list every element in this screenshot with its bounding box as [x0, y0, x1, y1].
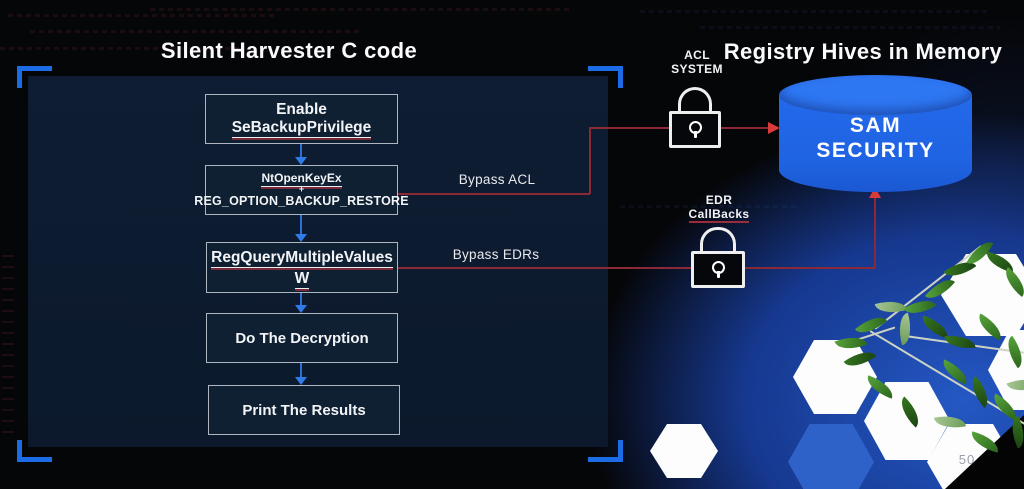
step-label-line2: + — [298, 184, 305, 194]
background-noise — [2, 255, 14, 435]
step-label-line2: W — [294, 269, 310, 289]
bypass-acl-label: Bypass ACL — [458, 172, 536, 187]
background-noise — [700, 26, 1000, 29]
left-title: Silent Harvester C code — [160, 38, 418, 63]
database-label: SAM SECURITY — [816, 114, 935, 162]
acl-connector-line — [398, 193, 590, 195]
background-noise — [620, 205, 800, 208]
step-enable-sebackupprivilege: Enable SeBackupPrivilege — [205, 94, 398, 144]
step-label-line1: RegQueryMultipleValues — [211, 248, 393, 268]
bypass-edrs-label: Bypass EDRs — [452, 247, 540, 262]
background-noise — [150, 8, 570, 11]
edr-callbacks-label: EDR CallBacks — [688, 193, 750, 223]
background-noise — [0, 47, 240, 50]
edr-connector-line — [398, 267, 875, 269]
acl-arrowhead-icon — [768, 122, 780, 134]
page-number: 50 — [958, 452, 976, 467]
edr-arrowhead-icon — [869, 187, 881, 198]
step-do-the-decryption: Do The Decryption — [206, 313, 398, 363]
step-ntopenkeyex: NtOpenKeyEx + REG_OPTION_BACKUP_RESTORE — [194, 165, 409, 215]
corner-bracket-bottom-left — [17, 440, 52, 462]
step-print-the-results: Print The Results — [208, 385, 400, 435]
step-label-line3: REG_OPTION_BACKUP_RESTORE — [194, 194, 409, 208]
step-regquerymultiplevalues: RegQueryMultipleValues W — [206, 242, 398, 293]
step-label: Do The Decryption — [235, 329, 369, 347]
step-label: Print The Results — [242, 401, 366, 419]
background-noise — [30, 30, 360, 33]
corner-bracket-top-right — [588, 66, 623, 88]
acl-padlock-icon — [669, 86, 721, 148]
background-noise — [8, 14, 278, 17]
background-noise — [640, 10, 990, 13]
corner-bracket-top-left — [17, 66, 52, 88]
step-label: Enable SeBackupPrivilege — [231, 101, 372, 138]
edr-connector-line — [874, 198, 876, 268]
sam-security-database: SAM SECURITY — [779, 75, 972, 193]
acl-system-label: ACL SYSTEM — [671, 48, 723, 76]
corner-bracket-bottom-right — [588, 440, 623, 462]
database-cylinder-top — [779, 75, 972, 115]
step-label-line1: NtOpenKeyEx — [261, 171, 342, 187]
right-title: Registry Hives in Memory — [723, 39, 1003, 64]
edr-padlock-icon — [691, 226, 745, 288]
acl-connector-line — [589, 128, 591, 194]
